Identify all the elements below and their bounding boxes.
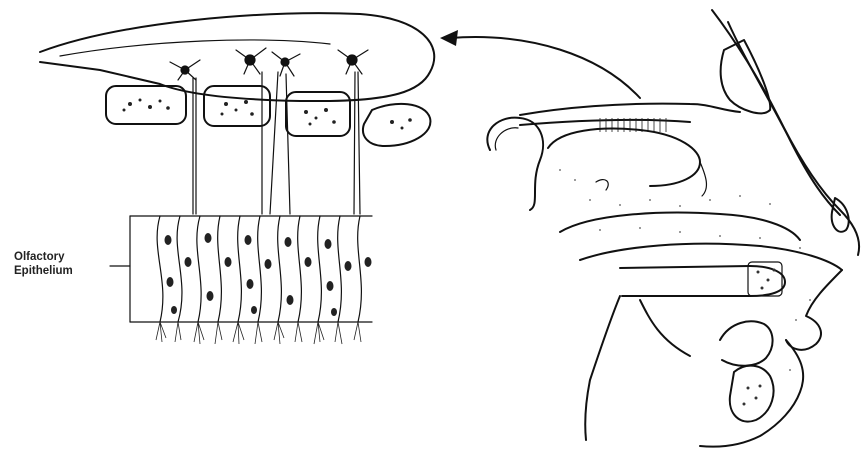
olfactory-receptor-cells (157, 216, 371, 322)
epithelium-label-line1: Olfactory (14, 251, 65, 263)
cribriform-plate (106, 86, 430, 146)
mitral-cells (170, 48, 368, 80)
olfactory-cilia (156, 322, 361, 344)
epithelium-label-line2: Epithelium (14, 265, 73, 277)
magnification-arrow (440, 30, 640, 98)
olfactory-bulb (40, 13, 434, 101)
head-sagittal-section (487, 10, 859, 447)
olfactory-axons (193, 72, 360, 214)
epithelium-label: Olfactory Epithelium (14, 251, 73, 277)
